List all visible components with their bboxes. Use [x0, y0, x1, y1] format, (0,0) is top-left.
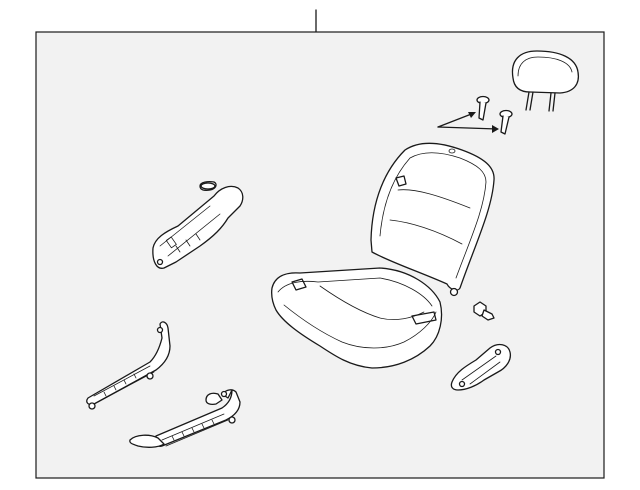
seat-cushion-icon — [270, 267, 443, 369]
seat-track-icon-lower — [129, 389, 241, 448]
guide-arrows — [437, 112, 499, 133]
seat-track-icon — [86, 321, 171, 410]
diagram-panel — [35, 31, 605, 479]
headrest-icon — [511, 50, 580, 112]
guide-pin-icon — [476, 95, 513, 135]
bolt-icon — [473, 301, 495, 321]
seat-back-icon — [370, 142, 495, 297]
knob-icon — [200, 182, 216, 190]
side-shield-icon-right — [450, 343, 512, 391]
